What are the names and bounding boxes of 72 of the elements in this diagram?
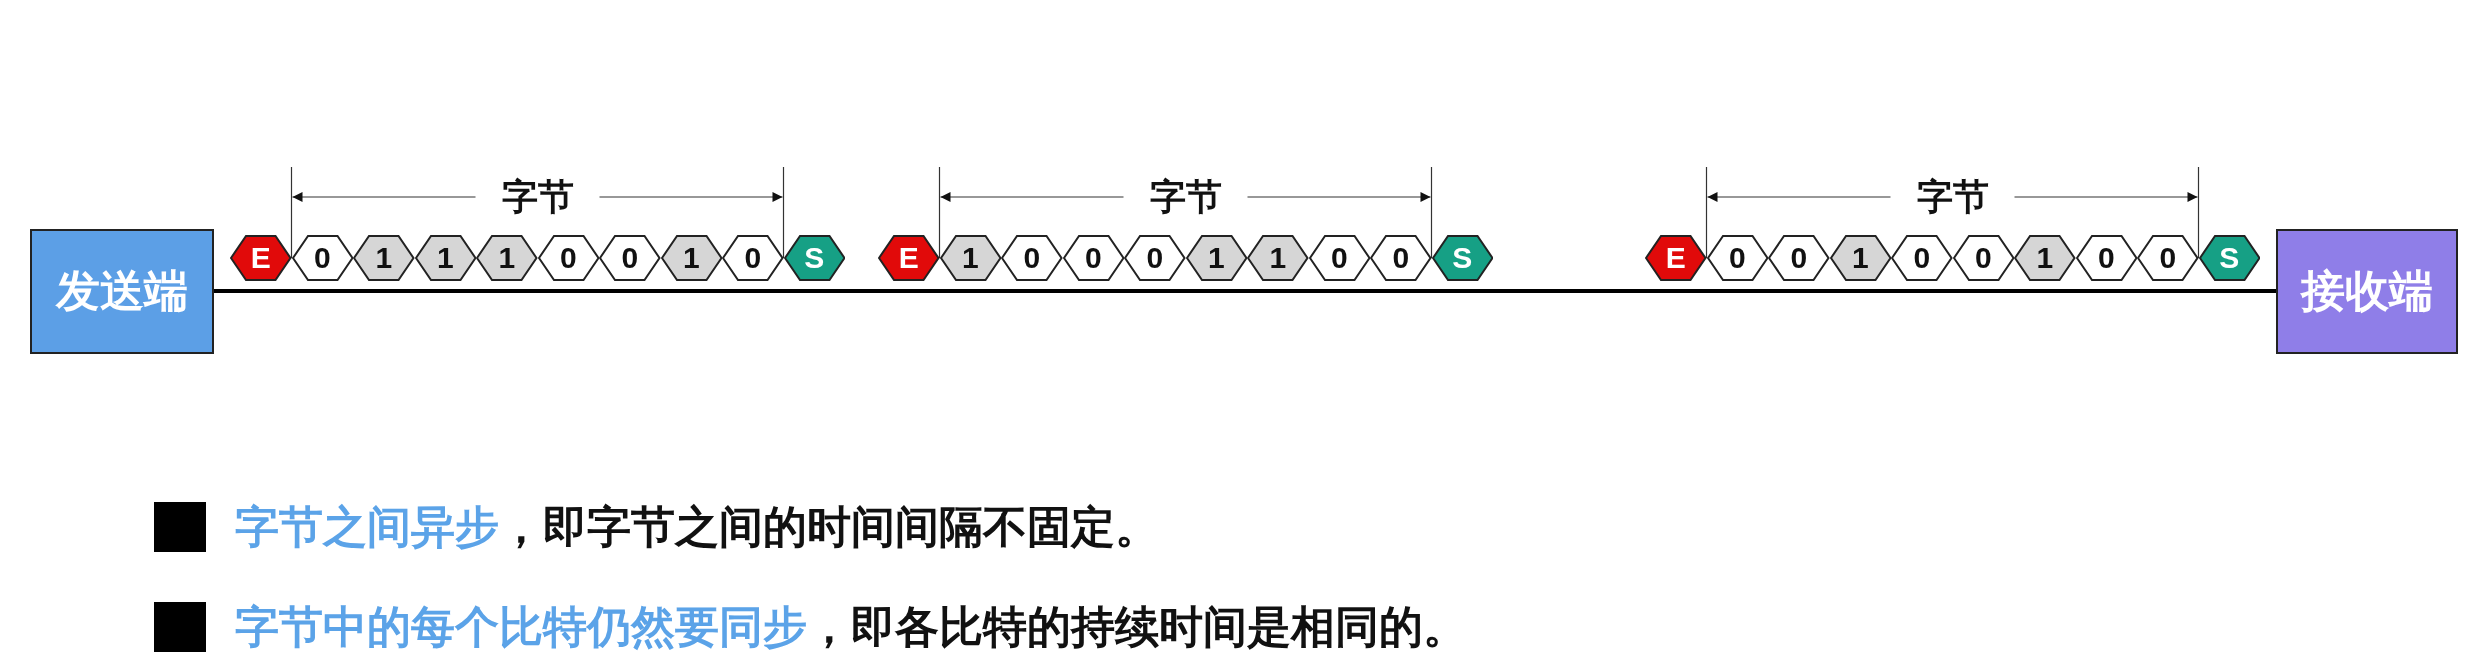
flag-letter: S bbox=[2219, 241, 2240, 275]
bit-hexagon bbox=[2075, 235, 2137, 281]
bit-value: 0 bbox=[2097, 241, 2115, 275]
flag-letter: E bbox=[250, 241, 271, 275]
bit-value: 1 bbox=[2036, 241, 2054, 275]
bit-value: 0 bbox=[559, 241, 577, 275]
node-label: 接收端 bbox=[2301, 264, 2433, 318]
bit-value: 0 bbox=[1790, 241, 1808, 275]
dimension-label: 字节 bbox=[1148, 175, 1223, 219]
bit-hexagon bbox=[1768, 235, 1830, 281]
bit-value: 1 bbox=[1851, 241, 1869, 275]
start-flag-hexagon bbox=[2198, 235, 2260, 281]
flag-letter: E bbox=[1665, 241, 1686, 275]
bit-value: 1 bbox=[498, 241, 516, 275]
bit-value: 0 bbox=[744, 241, 762, 275]
bit-hexagon bbox=[291, 235, 353, 281]
bit-hexagon bbox=[1001, 235, 1063, 281]
transmission-line bbox=[214, 289, 2276, 293]
bit-hexagon bbox=[1308, 235, 1370, 281]
bit-hexagon bbox=[1370, 235, 1432, 281]
end-flag-hexagon bbox=[230, 235, 292, 281]
bit-hexagon bbox=[414, 235, 476, 281]
bit-hexagon bbox=[722, 235, 784, 281]
bit-value: 0 bbox=[1023, 241, 1041, 275]
bit-hexagon bbox=[1062, 235, 1124, 281]
flag-letter: S bbox=[1452, 241, 1473, 275]
bit-value: 0 bbox=[1084, 241, 1102, 275]
bit-hexagon bbox=[1185, 235, 1247, 281]
dimension-label: 字节 bbox=[1915, 175, 1990, 219]
bit-value: 1 bbox=[1269, 241, 1287, 275]
node-label: 发送端 bbox=[56, 264, 188, 318]
bit-hexagon bbox=[660, 235, 722, 281]
bit-value: 0 bbox=[1330, 241, 1348, 275]
receiver-box bbox=[2276, 229, 2458, 354]
highlighted-text: 字节中的每个比特仍然要同步 bbox=[235, 600, 807, 654]
bit-value: 0 bbox=[1974, 241, 1992, 275]
end-flag-hexagon bbox=[878, 235, 940, 281]
bit-hexagon bbox=[939, 235, 1001, 281]
bit-value: 0 bbox=[313, 241, 331, 275]
bit-value: 1 bbox=[436, 241, 454, 275]
bit-value: 1 bbox=[682, 241, 700, 275]
bit-hexagon bbox=[2014, 235, 2076, 281]
bit-hexagon bbox=[1247, 235, 1309, 281]
bit-value: 0 bbox=[2159, 241, 2177, 275]
flag-letter: S bbox=[804, 241, 825, 275]
bit-hexagon bbox=[476, 235, 538, 281]
bit-value: 0 bbox=[1146, 241, 1164, 275]
bit-value: 1 bbox=[961, 241, 979, 275]
bit-hexagon bbox=[2137, 235, 2199, 281]
bit-value: 0 bbox=[1392, 241, 1410, 275]
bit-value: 0 bbox=[1913, 241, 1931, 275]
flag-letter: E bbox=[898, 241, 919, 275]
bit-hexagon bbox=[537, 235, 599, 281]
bit-hexagon bbox=[353, 235, 415, 281]
bullet-text: ，即各比特的持续时间是相同的。 bbox=[807, 600, 1467, 654]
bit-hexagon bbox=[1952, 235, 2014, 281]
bit-value: 0 bbox=[621, 241, 639, 275]
bit-hexagon bbox=[1891, 235, 1953, 281]
start-flag-hexagon bbox=[783, 235, 845, 281]
dimension-label: 字节 bbox=[500, 175, 575, 219]
bit-value: 1 bbox=[375, 241, 393, 275]
bit-hexagon bbox=[1829, 235, 1891, 281]
bit-hexagon bbox=[1124, 235, 1186, 281]
bit-hexagon bbox=[599, 235, 661, 281]
end-flag-hexagon bbox=[1645, 235, 1707, 281]
bullet-text: ，即字节之间的时间间隔不固定。 bbox=[499, 500, 1159, 554]
bit-hexagon bbox=[1706, 235, 1768, 281]
start-flag-hexagon bbox=[1431, 235, 1493, 281]
sender-box bbox=[30, 229, 214, 354]
bit-value: 1 bbox=[1207, 241, 1225, 275]
bit-value: 0 bbox=[1728, 241, 1746, 275]
highlighted-text: 字节之间异步 bbox=[235, 500, 499, 554]
